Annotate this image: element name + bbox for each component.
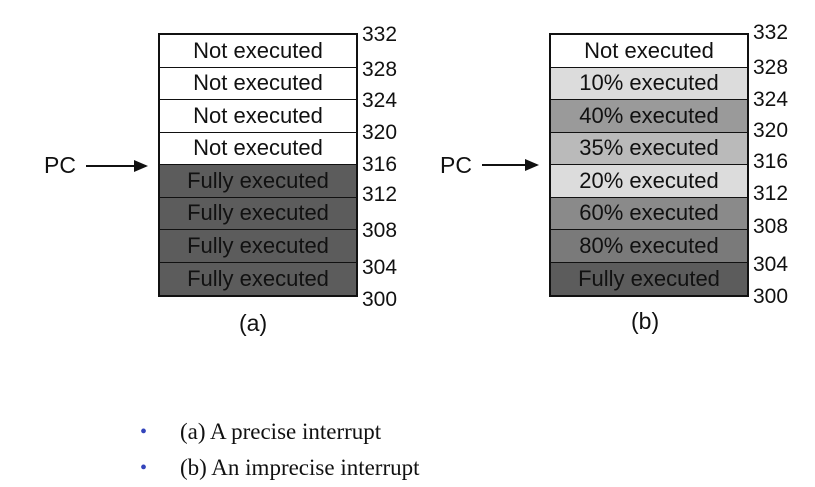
instruction-cell: Fully executed [551, 262, 747, 295]
address-label: 312 [362, 183, 398, 206]
pc-arrow-icon [482, 159, 539, 171]
address-label: 308 [753, 215, 789, 238]
address-label: 308 [362, 219, 398, 242]
bullet-item: • (b) An imprecise interrupt [140, 450, 420, 486]
address-label: 300 [753, 285, 789, 308]
instruction-cell: 10% executed [551, 67, 747, 100]
address-label: 312 [753, 182, 789, 205]
address-label: 304 [362, 256, 398, 279]
address-label: 328 [362, 58, 398, 81]
address-label: 328 [753, 56, 789, 79]
address-label: 300 [362, 288, 398, 311]
instruction-cell: 60% executed [551, 197, 747, 230]
bullet-icon: • [140, 456, 148, 479]
instruction-cell: Not executed [160, 100, 356, 133]
instruction-cell: Not executed [551, 35, 747, 68]
bullet-list: • (a) A precise interrupt • (b) An impre… [140, 414, 420, 486]
instruction-cell: 35% executed [551, 132, 747, 165]
bullet-item: • (a) A precise interrupt [140, 414, 420, 450]
address-label: 320 [362, 121, 398, 144]
address-label: 316 [753, 150, 789, 173]
caption-b: (b) [631, 308, 660, 334]
memory-stack-b: Not executed 10% executed 40% executed 3… [549, 33, 749, 297]
address-label: 332 [362, 23, 398, 46]
instruction-cell: Not executed [160, 132, 356, 165]
address-label: 316 [362, 153, 398, 176]
address-label: 332 [753, 21, 789, 44]
pc-label: PC [44, 152, 76, 178]
instruction-cell: Not executed [160, 67, 356, 100]
instruction-cell: Fully executed [160, 197, 356, 230]
pc-label: PC [440, 152, 472, 178]
instruction-cell: Fully executed [160, 262, 356, 295]
instruction-cell: Fully executed [160, 230, 356, 263]
address-label: 324 [362, 89, 398, 112]
bullet-icon: • [140, 420, 148, 443]
instruction-cell: Not executed [160, 35, 356, 68]
address-label: 320 [753, 119, 789, 142]
address-label: 304 [753, 253, 789, 276]
address-label: 324 [753, 88, 789, 111]
instruction-cell: 80% executed [551, 230, 747, 263]
caption-a: (a) [239, 310, 268, 336]
instruction-cell: 20% executed [551, 165, 747, 198]
memory-stack-a: Not executed Not executed Not executed N… [158, 33, 358, 297]
pc-arrow-icon [86, 160, 148, 172]
instruction-cell: 40% executed [551, 100, 747, 133]
bullet-text: (b) An imprecise interrupt [180, 455, 420, 480]
instruction-cell: Fully executed [160, 165, 356, 198]
bullet-text: (a) A precise interrupt [180, 419, 382, 444]
